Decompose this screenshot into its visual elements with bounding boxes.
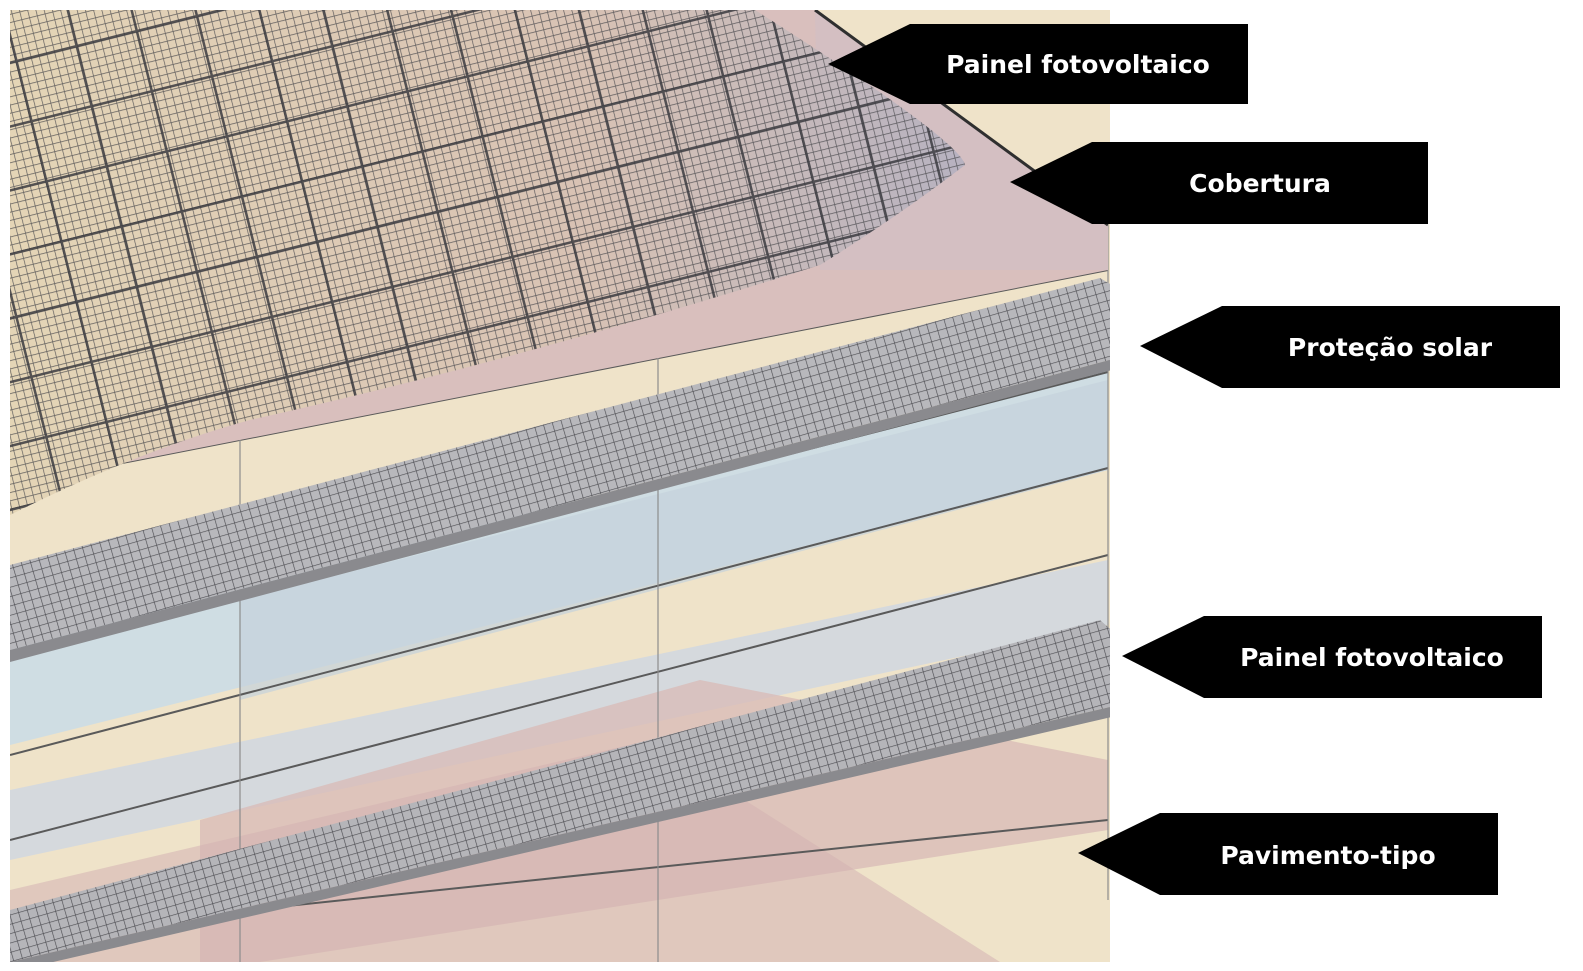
- sun-protection-grid: [10, 278, 1110, 650]
- callout-arrow-icon: [1078, 813, 1498, 895]
- callout-arrow-icon: [1122, 616, 1542, 698]
- glass-band-middle: [10, 560, 1108, 860]
- label-pavimento-tipo: Pavimento-tipo: [1220, 841, 1435, 870]
- label-cobertura: Cobertura: [1189, 169, 1331, 198]
- label-painel-fotovoltaico-top: Painel fotovoltaico: [946, 50, 1210, 79]
- callout-pavimento-tipo: Pavimento-tipo: [1078, 813, 1498, 895]
- building-drawing: [10, 10, 1110, 962]
- roof-pv-frames: [10, 10, 965, 515]
- callout-protecao-solar: Proteção solar: [1140, 306, 1560, 388]
- callout-painel-fotovoltaico-top: Painel fotovoltaico: [828, 24, 1248, 104]
- label-protecao-solar: Proteção solar: [1288, 333, 1493, 362]
- callout-arrow-icon: [1140, 306, 1560, 388]
- callout-arrow-icon: [828, 24, 1248, 104]
- callout-cobertura: Cobertura: [1010, 142, 1428, 224]
- callout-arrow-icon: [1010, 142, 1428, 224]
- callout-painel-fotovoltaico-lower: Painel fotovoltaico: [1122, 616, 1542, 698]
- lower-pv-edge: [10, 706, 1110, 962]
- lower-pv-grid: [10, 620, 1110, 962]
- sun-protection-edge: [10, 359, 1110, 662]
- glass-panel: [240, 380, 1108, 700]
- label-painel-fotovoltaico-lower: Painel fotovoltaico: [1240, 643, 1504, 672]
